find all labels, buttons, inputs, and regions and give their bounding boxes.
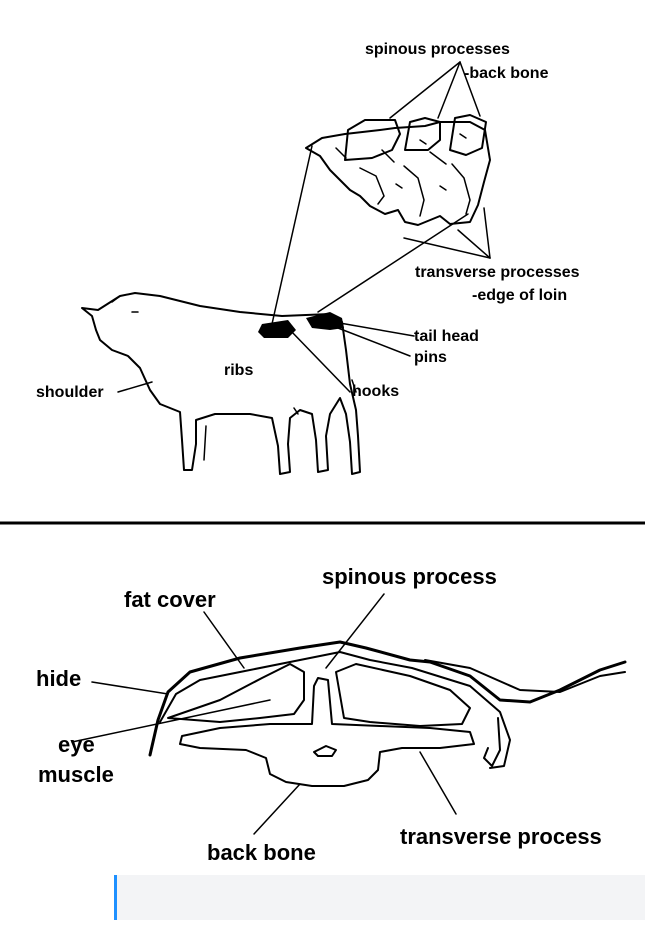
label-shoulder: shoulder [36, 384, 104, 401]
cow-illustration [82, 293, 360, 474]
label-tail-head: tail head [414, 328, 479, 345]
bottom-leader-lines [72, 594, 456, 834]
label-fat-cover: fat cover [124, 587, 216, 612]
right-loin-shape [336, 664, 470, 726]
quote-bar [114, 875, 645, 920]
top-diagram: spinous processes -back bone transverse … [36, 41, 580, 474]
label-pins: pins [414, 349, 447, 366]
label-transverse-process: transverse process [400, 824, 602, 849]
label-hide: hide [36, 666, 81, 691]
label-muscle: muscle [38, 762, 114, 787]
hand-outline [425, 660, 625, 766]
label-back-bone-bottom: back bone [207, 840, 316, 865]
spinal-canal [314, 746, 336, 756]
label-spinous-process: spinous process [322, 564, 497, 589]
bottom-diagram: fat cover spinous process hide eye muscl… [36, 564, 625, 865]
label-ribs: ribs [224, 362, 253, 379]
hooks-marker [258, 320, 296, 338]
label-edge-of-loin: -edge of loin [472, 287, 567, 304]
label-transverse-processes: transverse processes [415, 264, 580, 281]
label-hooks: hooks [352, 383, 399, 400]
vertebrae-illustration [306, 115, 490, 225]
label-back-bone-top: -back bone [464, 65, 549, 82]
label-eye: eye [58, 732, 95, 757]
label-spinous-processes: spinous processes [365, 41, 510, 58]
